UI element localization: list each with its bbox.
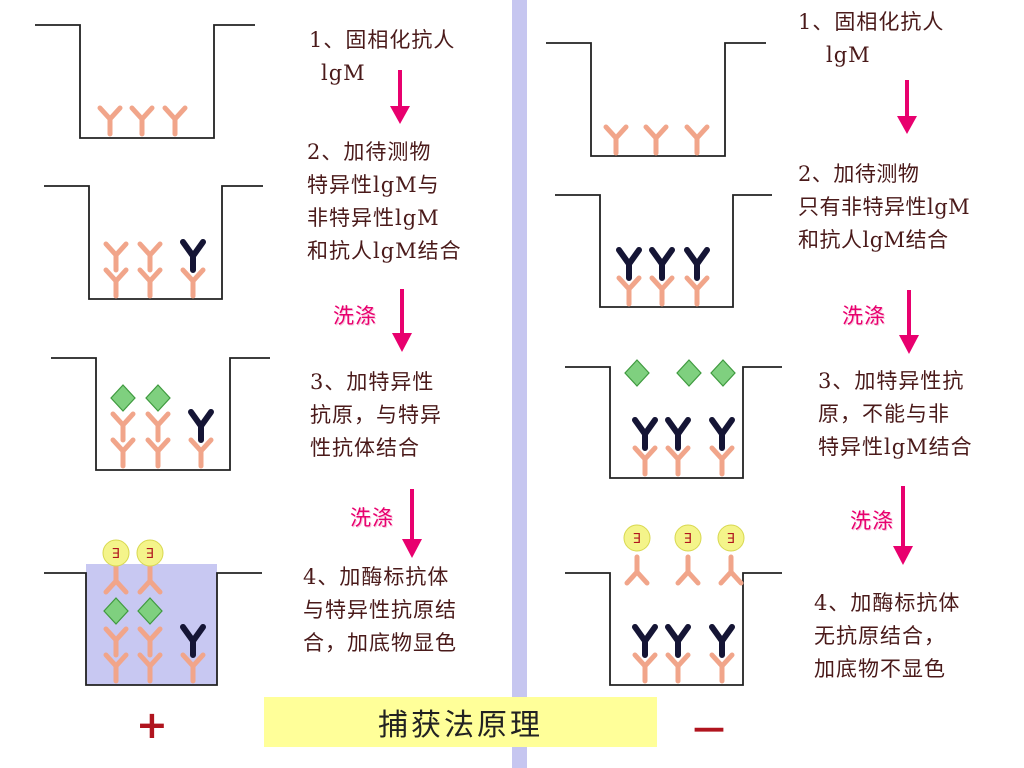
- y-antibody-icon: [100, 108, 120, 134]
- arrow-pos-2: [392, 289, 412, 352]
- diamond-antigen-icon: [624, 359, 650, 387]
- diamond-antigen-icon: [676, 359, 702, 387]
- positive-sign: +: [136, 703, 168, 747]
- well-neg-4: [565, 572, 782, 686]
- diagram-title: 捕获法原理: [378, 708, 543, 743]
- well-neg-1: [546, 42, 766, 157]
- pos-wash-label-2: 洗涤: [350, 506, 394, 530]
- neg-step-2-text: 2、加待测物 只有非特异性lgM 和抗人lgM结合: [798, 162, 971, 252]
- well-pos-3: [51, 357, 270, 471]
- igm-antibody-icon: [652, 250, 672, 278]
- y-antibody-icon: [113, 440, 133, 466]
- well-neg-3: [565, 366, 782, 479]
- y-antibody-icon: [646, 127, 666, 153]
- molecules-layer: E E E E E: [100, 108, 745, 681]
- svg-text:E: E: [727, 529, 735, 544]
- y-antibody-icon: [668, 655, 688, 681]
- enzyme-circle-icon: E: [717, 524, 745, 552]
- enzyme-antibody-icon: [721, 557, 741, 583]
- arrow-neg-3: [893, 486, 913, 565]
- svg-text:E: E: [633, 529, 641, 544]
- enzyme-circle-icon: E: [674, 524, 702, 552]
- negative-sign: －: [690, 709, 729, 753]
- y-antibody-icon: [712, 448, 732, 474]
- enzyme-circle-icon: E: [136, 539, 164, 567]
- svg-text:E: E: [684, 529, 692, 544]
- arrow-neg-1: [897, 80, 917, 134]
- igm-antibody-icon: [712, 627, 732, 655]
- pos-step-2-text: 2、加待测物 特异性lgM与 非特异性lgM 和抗人lgM结合: [307, 140, 462, 263]
- igm-antibody-icon: [635, 627, 655, 655]
- neg-step-3-text: 3、加特异性抗 原，不能与非 特异性lgM结合: [818, 369, 973, 459]
- neg-wash-label-2: 洗涤: [850, 509, 894, 533]
- igm-antibody-icon: [619, 250, 639, 278]
- diamond-antigen-icon: [137, 597, 163, 625]
- y-antibody-icon: [183, 270, 203, 296]
- y-antibody-icon: [140, 270, 160, 296]
- y-antibody-icon: [148, 440, 168, 466]
- y-antibody-icon: [191, 440, 211, 466]
- igm-antibody-icon: [635, 420, 655, 448]
- y-antibody-icon: [106, 270, 126, 296]
- y-antibody-icon: [687, 278, 707, 304]
- y-antibody-icon: [132, 108, 152, 134]
- y-antibody-icon: [113, 414, 133, 440]
- y-antibody-icon: [635, 448, 655, 474]
- diamond-antigen-icon: [145, 384, 171, 412]
- svg-text:E: E: [112, 544, 120, 559]
- neg-step-1-text: 1、固相化抗人 lgM: [798, 10, 945, 67]
- y-antibody-icon: [165, 108, 185, 134]
- diamond-antigen-icon: [110, 384, 136, 412]
- igm-antibody-icon: [668, 420, 688, 448]
- y-antibody-icon: [619, 278, 639, 304]
- arrow-pos-3: [402, 489, 422, 558]
- y-antibody-icon: [668, 448, 688, 474]
- enzyme-antibody-icon: [627, 557, 647, 583]
- y-antibody-icon: [652, 278, 672, 304]
- igm-antibody-icon: [183, 242, 203, 270]
- well-pos-2: [44, 185, 263, 300]
- igm-antibody-icon: [687, 250, 707, 278]
- igm-antibody-icon: [191, 412, 211, 440]
- igm-antibody-icon: [668, 627, 688, 655]
- well-neg-2: [555, 194, 772, 308]
- pos-step-4-text: 4、加酶标抗体 与特异性抗原结 合，加底物显色: [303, 565, 457, 655]
- well-pos-1: [35, 24, 255, 139]
- enzyme-circle-icon: E: [102, 539, 130, 567]
- diamond-antigen-icon: [103, 597, 129, 625]
- arrow-pos-1: [390, 70, 410, 124]
- neg-step-4-text: 4、加酶标抗体 无抗原结合， 加底物不显色: [814, 591, 961, 681]
- y-antibody-icon: [148, 414, 168, 440]
- diamond-antigen-icon: [710, 359, 736, 387]
- y-antibody-icon: [687, 127, 707, 153]
- title-box: 捕获法原理: [264, 697, 657, 747]
- pos-wash-label-1: 洗涤: [333, 304, 377, 328]
- neg-wash-label-1: 洗涤: [842, 304, 886, 328]
- pos-step-1-text: 1、固相化抗人 lgM: [309, 28, 456, 85]
- arrow-neg-2: [899, 290, 919, 354]
- y-antibody-icon: [712, 655, 732, 681]
- y-antibody-icon: [606, 127, 626, 153]
- y-antibody-icon: [140, 244, 160, 270]
- svg-text:E: E: [146, 544, 154, 559]
- enzyme-antibody-icon: [678, 557, 698, 583]
- y-antibody-icon: [106, 244, 126, 270]
- y-antibody-icon: [635, 655, 655, 681]
- center-divider: [512, 0, 527, 768]
- enzyme-circle-icon: E: [623, 524, 651, 552]
- pos-step-3-text: 3、加特异性 抗原，与特异 性抗体结合: [310, 370, 442, 460]
- igm-antibody-icon: [712, 420, 732, 448]
